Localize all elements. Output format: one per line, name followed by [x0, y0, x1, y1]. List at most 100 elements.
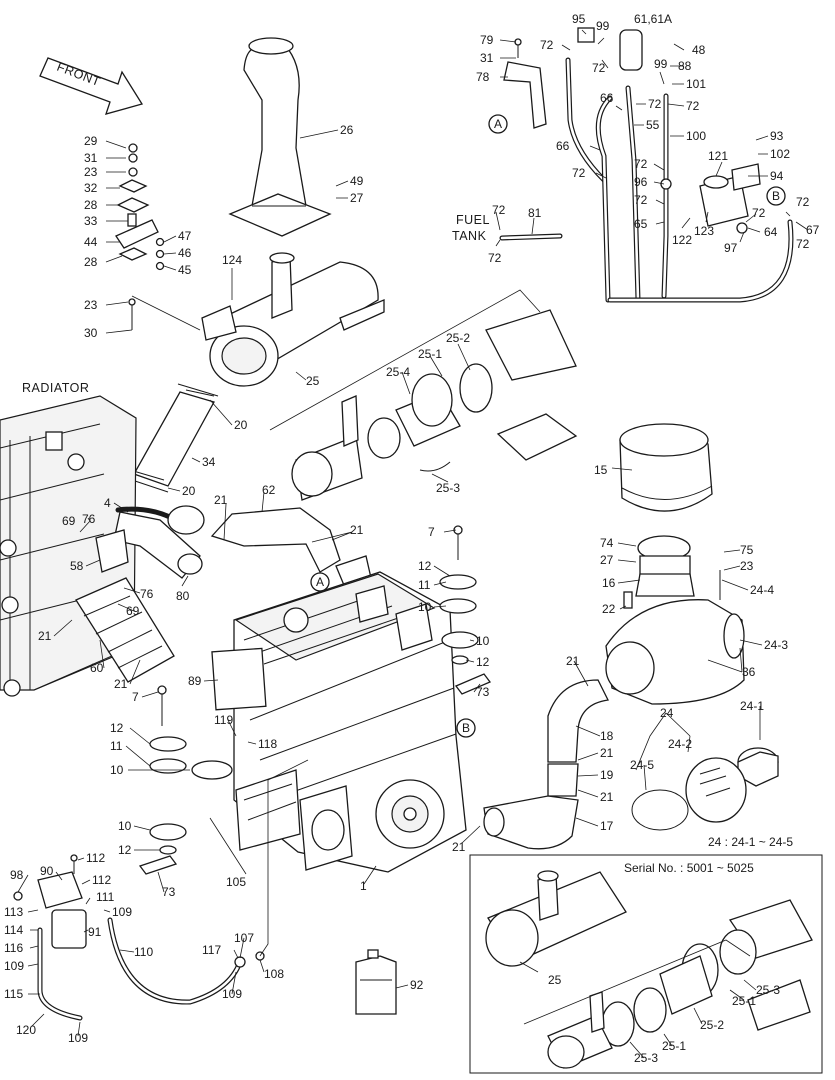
callout: 73	[162, 885, 176, 899]
callout: 113	[4, 905, 23, 919]
flex-pipe	[129, 383, 219, 493]
callout: 72	[634, 157, 648, 171]
callout: 109	[112, 905, 132, 919]
callout: 94	[770, 169, 784, 183]
callout: 46	[178, 246, 192, 260]
callout: 25-3	[634, 1051, 658, 1065]
callout: 115	[4, 987, 23, 1001]
ref-b-label-engine: B	[462, 721, 470, 735]
callout: 107	[234, 931, 254, 945]
callout: 21	[350, 523, 364, 537]
callout: 33	[84, 214, 98, 228]
muffler-main	[201, 252, 385, 387]
callout: 111	[96, 890, 115, 904]
callout: 7	[132, 690, 139, 704]
callout: 21	[600, 790, 614, 804]
callout: 12	[418, 559, 432, 573]
callout: 30	[84, 326, 98, 340]
callout: 96	[634, 175, 648, 189]
callout: 17	[600, 819, 614, 833]
callout: 79	[480, 33, 494, 47]
callout: 121	[708, 149, 728, 163]
callout: 23	[740, 559, 754, 573]
callout: 72	[488, 251, 502, 265]
callout: 109	[222, 987, 242, 1001]
exhaust-stack	[228, 37, 332, 237]
callout: 26	[340, 123, 354, 137]
callout: 105	[226, 875, 246, 889]
callout: 110	[134, 945, 153, 959]
callout: 78	[476, 70, 490, 84]
callout: 22	[602, 602, 616, 616]
callout: 10	[418, 600, 432, 614]
callout: 23	[84, 165, 98, 179]
callout: 12	[476, 655, 490, 669]
callout: 27	[600, 553, 614, 567]
callout: 117	[202, 943, 221, 957]
callout: 11	[418, 578, 431, 592]
callout: 72	[752, 206, 766, 220]
callout: 72	[492, 203, 506, 217]
serial-inset	[469, 854, 823, 1074]
callout: 73	[476, 685, 490, 699]
callout: 97	[724, 241, 738, 255]
callout: 66	[556, 139, 570, 153]
callout: 99	[596, 19, 610, 33]
callout: 62	[262, 483, 276, 497]
callout: 123	[694, 224, 714, 238]
callout: 34	[202, 455, 216, 469]
callout: 58	[70, 559, 84, 573]
callout: 99	[654, 57, 668, 71]
callout: 21	[38, 629, 52, 643]
callout: 21	[114, 677, 128, 691]
oil-canister	[355, 949, 397, 1015]
callout: 10	[476, 634, 490, 648]
callout: 65	[634, 217, 648, 231]
muffler-exploded-upper	[269, 289, 578, 501]
callout: 28	[84, 198, 98, 212]
mount-left	[138, 685, 233, 875]
callout: 88	[678, 59, 692, 73]
callout: 25	[548, 973, 562, 987]
callout: 7	[428, 525, 435, 539]
callout: 25-2	[446, 331, 470, 345]
callout: 21	[214, 493, 228, 507]
callout: 72	[572, 166, 586, 180]
callout: 25	[306, 374, 320, 388]
callout: 1	[360, 879, 367, 893]
ref-b-marker-engine	[456, 718, 476, 738]
callout: 72	[648, 97, 662, 111]
intake-pipes-left	[75, 505, 205, 683]
intake-hose-right	[483, 679, 609, 850]
callout: 24-1	[740, 699, 764, 713]
fuel-label: FUEL	[456, 213, 490, 227]
callout: 18	[600, 729, 614, 743]
callout: 112	[86, 851, 105, 865]
callout: 112	[92, 873, 111, 887]
callout: 36	[742, 665, 756, 679]
callout: 89	[188, 674, 202, 688]
callout: 80	[176, 589, 190, 603]
callout: 102	[770, 147, 790, 161]
callout: 25-1	[732, 994, 756, 1008]
callout: 72	[540, 38, 554, 52]
callout: 31	[84, 151, 98, 165]
air-cleaner	[605, 423, 779, 831]
callout: 20	[234, 418, 248, 432]
callout: 24	[660, 706, 674, 720]
callout: 76	[82, 512, 96, 526]
callout: 64	[764, 225, 778, 239]
mount-right	[439, 525, 492, 695]
bracket-stack	[115, 143, 165, 330]
callout: 118	[258, 737, 277, 751]
callout: 49	[350, 174, 364, 188]
callout: 76	[140, 587, 154, 601]
callout: 47	[178, 229, 192, 243]
callout: 12	[110, 721, 124, 735]
callout: 24-4	[750, 583, 774, 597]
callout: 25-1	[662, 1039, 686, 1053]
callout: 31	[480, 51, 494, 65]
callout: 72	[686, 99, 700, 113]
callout: 44	[84, 235, 98, 249]
callout: 25-2	[700, 1018, 724, 1032]
